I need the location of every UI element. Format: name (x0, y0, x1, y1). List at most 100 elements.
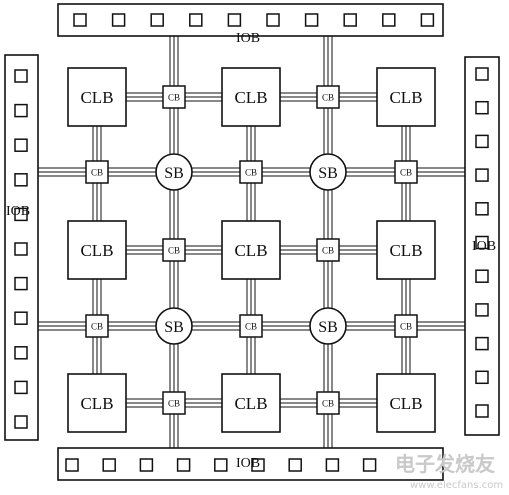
iob-pad (475, 100, 489, 115)
cb-block (162, 391, 186, 415)
iob-bottom (57, 447, 444, 481)
clb-label: CLB (234, 394, 267, 413)
iob-pad (111, 13, 126, 27)
cb-block (85, 314, 109, 338)
clb-block (67, 220, 127, 280)
cb-label: CB (322, 93, 334, 103)
sb-label: SB (164, 165, 184, 182)
cb-label: CB (322, 246, 334, 256)
cb-label: CB (322, 399, 334, 409)
iob-pad (176, 458, 191, 472)
iob-pad (73, 13, 87, 27)
cb-label: CB (168, 93, 180, 103)
clb-label: CLB (80, 88, 113, 107)
sb-block (309, 307, 347, 345)
iob-top-pads (73, 13, 435, 27)
clb-block (376, 67, 436, 127)
clb-block (221, 67, 281, 127)
iob-pad (325, 458, 340, 472)
iob-pad (475, 269, 489, 283)
cb-block (316, 85, 340, 109)
iob-pad (227, 13, 242, 27)
clb-block (67, 67, 127, 127)
iob-bottom-pads (65, 458, 377, 472)
iob-right-pads (475, 67, 489, 418)
cb-label: CB (400, 322, 412, 332)
clb-block (376, 220, 436, 280)
iob-pad (14, 380, 28, 395)
iob-pad (14, 69, 28, 83)
clb-block (376, 373, 436, 433)
clb-label: CLB (389, 88, 422, 107)
clb-label: CLB (80, 241, 113, 260)
clb-block (221, 220, 281, 280)
cb-block (239, 314, 263, 338)
cb-block (239, 160, 263, 184)
cb-block (162, 85, 186, 109)
sb-block (155, 153, 193, 191)
iob-pad (14, 173, 28, 187)
iob-bottom-label: IOB (236, 456, 260, 471)
sb-label: SB (318, 319, 338, 336)
cb-label: CB (168, 399, 180, 409)
clb-label: CLB (389, 241, 422, 260)
cb-label: CB (400, 168, 412, 178)
iob-pad (362, 458, 377, 472)
iob-pad (475, 168, 489, 182)
watermark: 电子发烧友 www.elecfans.com (395, 452, 503, 491)
iob-pad (266, 13, 280, 27)
cb-label: CB (91, 322, 103, 332)
iob-pad (65, 458, 79, 472)
clb-label: CLB (234, 88, 267, 107)
iob-pad (102, 458, 116, 472)
iob-pad (14, 276, 28, 291)
clb-label: CLB (80, 394, 113, 413)
sb-label: SB (164, 319, 184, 336)
iob-pad (14, 103, 28, 118)
iob-pad (189, 13, 203, 27)
iob-right (464, 56, 500, 436)
iob-pad (14, 346, 28, 360)
iob-pad (382, 13, 396, 27)
cb-blocks: CB CB CB CB CB CB CB CB CB CB CB CB (85, 85, 418, 415)
iob-top-label: IOB (236, 31, 260, 46)
sb-block (155, 307, 193, 345)
watermark-url: www.elecfans.com (410, 480, 503, 491)
iob-pad (214, 458, 228, 472)
cb-block (85, 160, 109, 184)
iob-pad (475, 303, 489, 317)
clb-block (221, 373, 281, 433)
cb-label: CB (91, 168, 103, 178)
iob-pad (475, 235, 489, 250)
iob-pad (14, 415, 28, 429)
cb-label: CB (168, 246, 180, 256)
iob-pad (475, 67, 489, 81)
iob-left (4, 54, 39, 441)
iob-pad (304, 13, 319, 27)
iob-pad (475, 336, 489, 351)
iob-pad (475, 404, 489, 418)
clb-block (67, 373, 127, 433)
iob-pad (475, 202, 489, 216)
cb-block (394, 314, 418, 338)
cb-label: CB (245, 322, 257, 332)
sb-block (309, 153, 347, 191)
cb-block (316, 238, 340, 262)
iob-left-pads (14, 69, 28, 429)
iob-top (57, 3, 444, 37)
iob-left-label: IOB (6, 204, 30, 219)
iob-right-label: IOB (472, 239, 496, 254)
iob-pad (420, 13, 435, 27)
iob-pad (251, 458, 265, 472)
iob-pad (14, 311, 28, 325)
iob-pad (475, 134, 489, 149)
clb-label: CLB (389, 394, 422, 413)
iob-pad (150, 13, 164, 27)
iob-pad (14, 242, 28, 256)
iob-pad (139, 458, 154, 472)
cb-block (394, 160, 418, 184)
cb-label: CB (245, 168, 257, 178)
